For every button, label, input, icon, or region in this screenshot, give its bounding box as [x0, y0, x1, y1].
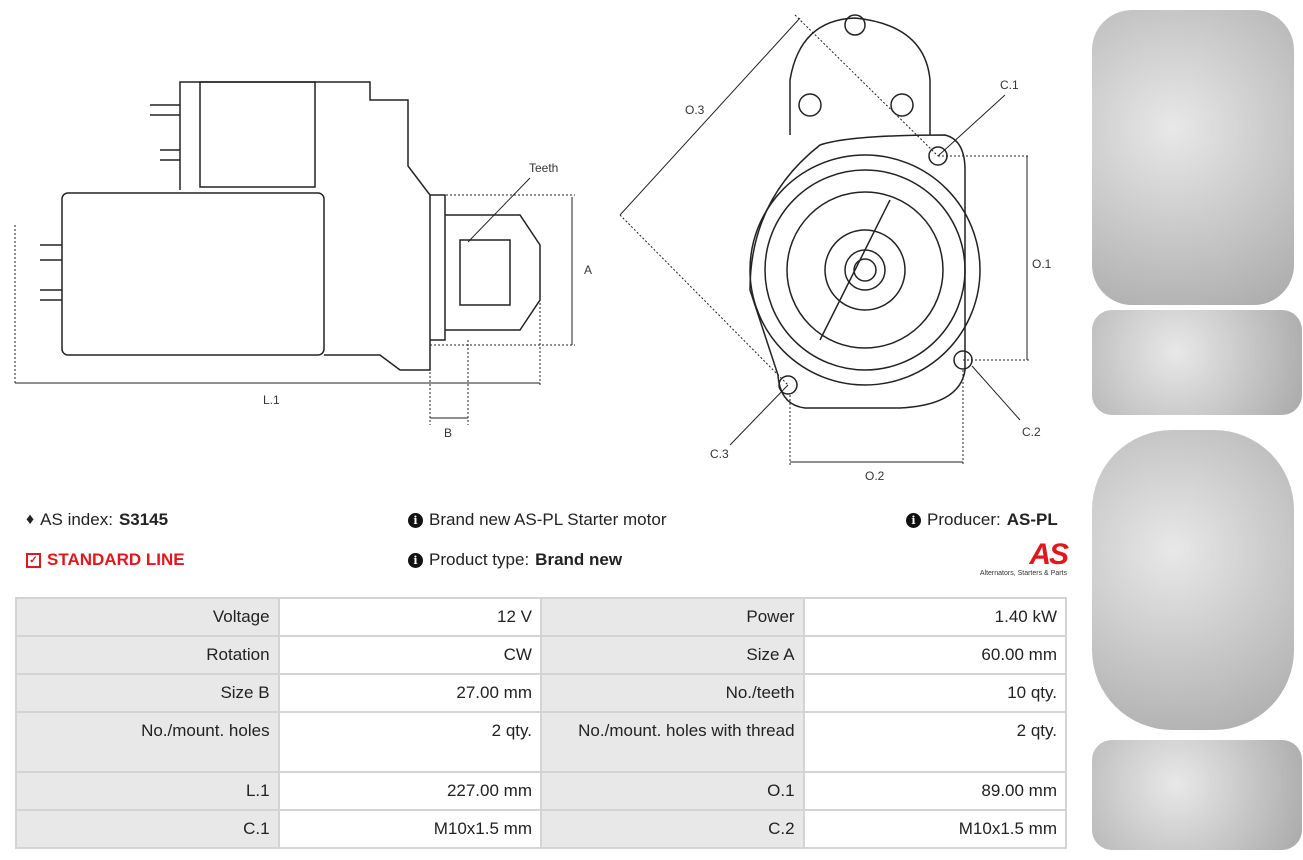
product-photo-label-side[interactable] — [1092, 740, 1302, 850]
label-o3: O.3 — [685, 103, 705, 117]
label-c1: C.1 — [1000, 78, 1019, 92]
spec-key: Voltage — [15, 597, 280, 637]
front-view-diagram — [619, 14, 1030, 465]
description: i Brand new AS-PL Starter motor — [408, 510, 666, 530]
side-view-diagram — [14, 81, 575, 425]
product-type-value: Brand new — [535, 550, 623, 569]
as-index-label: AS index: — [40, 510, 113, 529]
spec-value: 10 qty. — [802, 673, 1068, 713]
as-index: ♦ AS index: S3145 — [26, 510, 168, 530]
info-icon: i — [408, 552, 423, 568]
logo-tagline: Alternators, Starters & Parts — [979, 570, 1067, 577]
label-l1: L.1 — [263, 393, 280, 407]
spec-key: C.2 — [539, 809, 805, 849]
spec-key: L.1 — [15, 771, 280, 811]
label-c2: C.2 — [1022, 425, 1041, 439]
spec-key: O.1 — [539, 771, 805, 811]
label-a: A — [584, 263, 593, 277]
line-label: STANDARD LINE — [47, 550, 185, 569]
label-c3: C.3 — [710, 447, 729, 461]
product-photo-side[interactable] — [1092, 310, 1302, 415]
label-o2: O.2 — [865, 469, 885, 483]
spec-key: Rotation — [15, 635, 280, 675]
logo-mark: AS — [1029, 538, 1069, 571]
tags-icon: ♦ — [26, 511, 35, 528]
label-b: B — [444, 426, 453, 440]
as-pl-logo: AS Alternators, Starters & Parts — [965, 538, 1069, 578]
as-index-value: S3145 — [118, 510, 169, 529]
spec-value: M10x1.5 mm — [277, 809, 542, 849]
spec-key: No./teeth — [539, 673, 805, 713]
spec-key: Power — [539, 597, 805, 637]
product-photo-front[interactable] — [1092, 10, 1294, 305]
product-type-label: Product type: — [429, 550, 530, 569]
producer: i Producer: AS-PL — [906, 510, 1058, 530]
checkbox-icon: ✓ — [26, 552, 41, 568]
spec-value: 12 V — [277, 597, 542, 637]
info-icon: i — [906, 512, 921, 528]
spec-value: 89.00 mm — [802, 771, 1068, 811]
product-photo-rear[interactable] — [1092, 430, 1294, 730]
spec-value: 60.00 mm — [802, 635, 1068, 675]
spec-key: C.1 — [15, 809, 280, 849]
spec-value: M10x1.5 mm — [802, 809, 1068, 849]
spec-value: CW — [277, 635, 542, 675]
standard-line: ✓ STANDARD LINE — [26, 550, 185, 570]
spec-key: Size A — [539, 635, 805, 675]
spec-value: 2 qty. — [277, 711, 542, 773]
label-o1: O.1 — [1032, 257, 1052, 271]
spec-value: 227.00 mm — [277, 771, 542, 811]
description-text: Brand new AS-PL Starter motor — [429, 510, 667, 529]
product-type: i Product type: Brand new — [408, 550, 622, 570]
spec-key: Size B — [15, 673, 280, 713]
info-icon: i — [408, 512, 423, 528]
spec-value: 27.00 mm — [277, 673, 542, 713]
spec-value: 1.40 kW — [802, 597, 1068, 637]
spec-key: No./mount. holes — [15, 711, 280, 773]
spec-key: No./mount. holes with thread — [539, 711, 805, 773]
spec-value: 2 qty. — [802, 711, 1068, 773]
producer-label: Producer: — [927, 510, 1001, 529]
producer-value: AS-PL — [1006, 510, 1058, 529]
label-teeth: Teeth — [529, 161, 559, 175]
